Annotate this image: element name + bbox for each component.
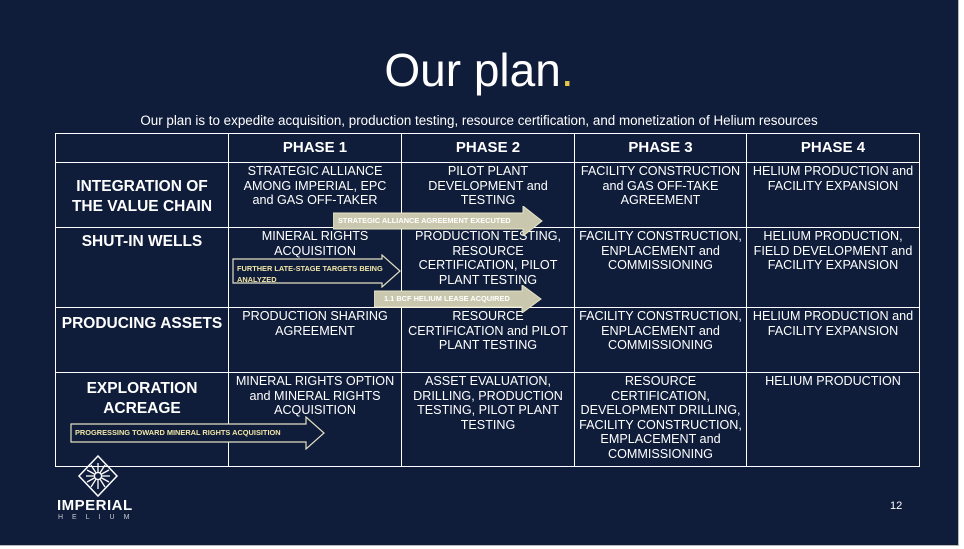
table-cell: HELIUM PRODUCTION [746,372,920,467]
plan-table: PHASE 1 PHASE 2 PHASE 3 PHASE 4 INTEGRAT… [55,133,920,467]
header-phase-3: PHASE 3 [574,133,747,163]
table-row: INTEGRATION OF THE VALUE CHAIN STRATEGIC… [55,162,920,228]
arrow-label: STRATEGIC ALLIANCE AGREEMENT EXECUTED [338,216,511,225]
table-cell: MINERAL RIGHTS OPTION and MINERAL RIGHTS… [228,372,402,467]
slide-title: Our plan. [0,42,958,98]
header-row: PHASE 1 PHASE 2 PHASE 3 PHASE 4 [55,133,920,163]
table-cell: RESOURCE CERTIFICATION, DEVELOPMENT DRIL… [574,372,747,467]
table-cell: PRODUCTION SHARING AGREEMENT [228,307,402,373]
arrow-label: 1.1 BCF HELIUM LEASE ACQUIRED [384,294,510,303]
table-cell: ASSET EVALUATION, DRILLING, PRODUCTION T… [401,372,575,467]
row-label-integration: INTEGRATION OF THE VALUE CHAIN [55,162,229,228]
arrow-label: FURTHER LATE-STAGE TARGETS BEING ANALYZE… [237,263,387,285]
table-row: EXPLORATION ACREAGE MINERAL RIGHTS OPTIO… [55,372,920,467]
row-label-exploration-acreage: EXPLORATION ACREAGE [55,372,229,467]
table-cell: HELIUM PRODUCTION, FIELD DEVELOPMENT and… [746,227,920,308]
page-number: 12 [890,500,903,512]
slide-subtitle: Our plan is to expedite acquisition, pro… [140,113,818,128]
arrow-mineral-rights: PROGRESSING TOWARD MINERAL RIGHTS ACQUIS… [70,416,326,450]
row-label-producing-assets: PRODUCING ASSETS [55,307,229,373]
table-cell: HELIUM PRODUCTION and FACILITY EXPANSION [746,307,920,373]
arrow-late-stage-targets: FURTHER LATE-STAGE TARGETS BEING ANALYZE… [232,254,402,288]
title-text: Our plan [384,44,561,96]
arrow-label-text: FURTHER LATE-STAGE TARGETS BEING ANALYZE… [237,264,383,284]
arrow-shape-filled [333,206,543,236]
title-dot: . [560,44,574,96]
arrow-shape-outline [70,416,325,450]
sunburst-diamond-icon [77,454,119,498]
brand-subtitle: HELIUM [58,514,139,521]
arrow-shape-filled [374,285,542,313]
table-cell: HELIUM PRODUCTION and FACILITY EXPANSION [746,162,920,228]
arrow-shape-outline [232,254,401,288]
header-phase-2: PHASE 2 [401,133,575,163]
table-cell: FACILITY CONSTRUCTION, ENPLACEMENT and C… [574,307,747,373]
arrow-label: PROGRESSING TOWARD MINERAL RIGHTS ACQUIS… [75,428,281,437]
table-cell: FACILITY CONSTRUCTION and GAS OFF-TAKE A… [574,162,747,228]
imperial-helium-logo [55,454,155,525]
header-cell-empty [55,133,229,163]
brand-name: IMPERIAL [57,497,133,514]
table-cell: FACILITY CONSTRUCTION, ENPLACEMENT and C… [574,227,747,308]
header-phase-4: PHASE 4 [746,133,920,163]
header-phase-1: PHASE 1 [228,133,402,163]
arrow-helium-lease: 1.1 BCF HELIUM LEASE ACQUIRED [374,285,542,313]
table-row: PRODUCING ASSETS PRODUCTION SHARING AGRE… [55,307,920,373]
row-label-shut-in-wells: SHUT-IN WELLS [55,227,229,308]
table-cell: RESOURCE CERTIFICATION and PILOT PLANT T… [401,307,575,373]
arrow-strategic-alliance: STRATEGIC ALLIANCE AGREEMENT EXECUTED [333,206,543,236]
